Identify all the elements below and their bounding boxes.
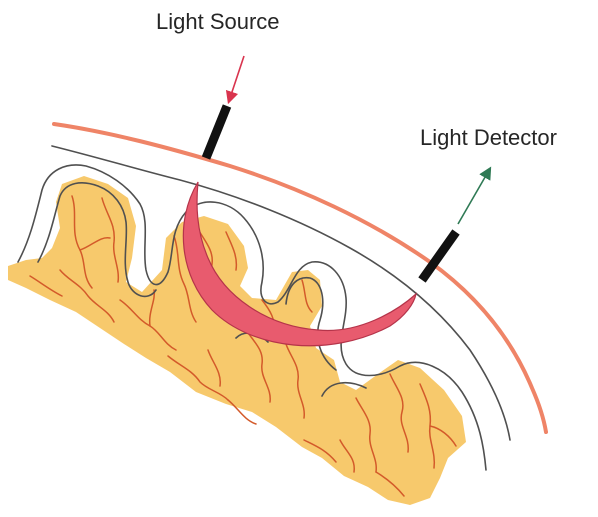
light-source-label: Light Source xyxy=(156,9,280,35)
light-source-probe xyxy=(206,106,227,158)
light-detector-arrow xyxy=(458,172,488,224)
cortex-region xyxy=(8,176,466,505)
light-source-arrow xyxy=(230,56,244,98)
light-detector-label: Light Detector xyxy=(420,125,557,151)
light-detector-probe xyxy=(422,232,456,280)
